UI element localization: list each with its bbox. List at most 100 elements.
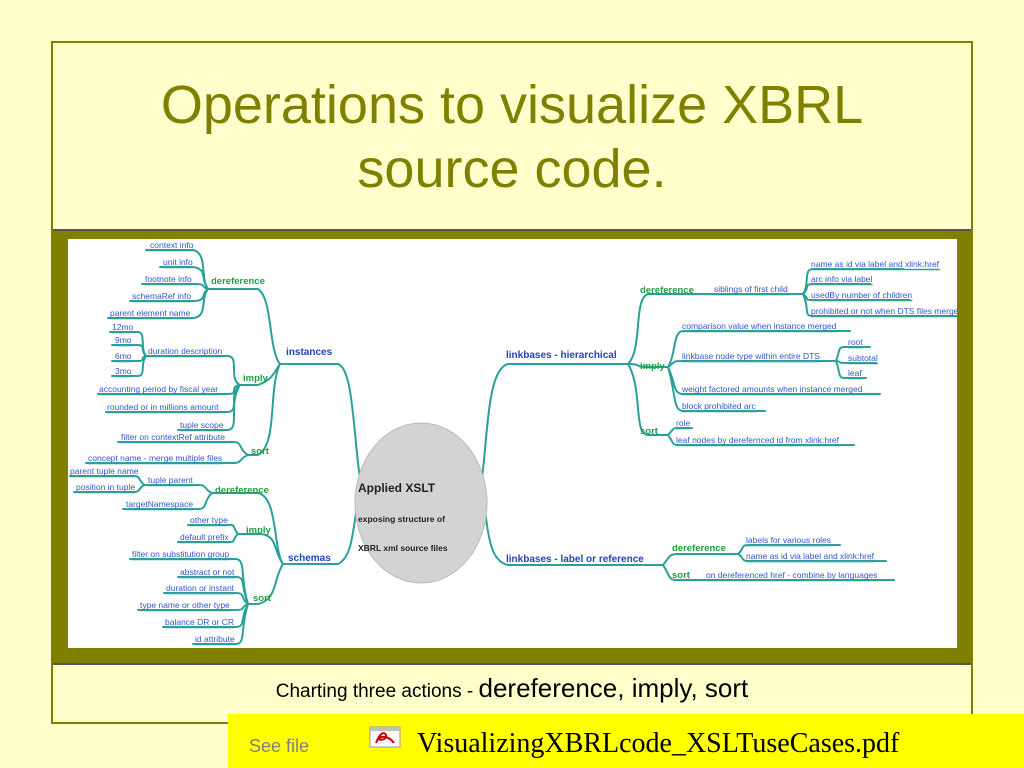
leaf-label: context info	[150, 240, 194, 250]
connector	[143, 484, 213, 494]
connector	[237, 533, 284, 565]
connector	[662, 553, 739, 566]
leaf-label: position in tuple	[76, 482, 135, 492]
connectors	[69, 249, 957, 645]
leaf-label: tuple parent	[148, 475, 194, 485]
connector	[85, 454, 249, 464]
category-sort: sort	[672, 570, 691, 581]
leaf-label: root	[848, 337, 863, 347]
connector	[145, 355, 241, 386]
leaf-label: leaf nodes by derefernced id from xlink:…	[676, 435, 840, 445]
leaf-label: filter on substitution group	[132, 549, 230, 559]
connector	[107, 288, 209, 319]
leaf-label: default prefix	[180, 532, 229, 542]
leaf-label: name as id via label and xlink:href	[746, 551, 875, 561]
leaf-label: schemaRef info	[132, 291, 191, 301]
slide-title: Operations to visualize XBRL source code…	[161, 73, 863, 201]
center-line-1: Applied XSLT	[358, 481, 436, 495]
leaf-label: parent element name	[110, 308, 191, 318]
leaf-label: accounting period by fiscal year	[99, 384, 218, 394]
connector	[662, 564, 703, 581]
leaf-label: role	[676, 418, 690, 428]
file-link[interactable]: VisualizingXBRLcode_XSLTuseCases.pdf	[417, 728, 900, 759]
leaf-label: parent tuple name	[70, 466, 139, 476]
category-dereference: dereference	[215, 485, 269, 496]
leaf-label: filter on contextRef attribute	[121, 432, 225, 442]
leaf-label: tuple scope	[180, 420, 224, 430]
leaf-label: concept name - merge multiple files	[88, 453, 222, 463]
center-line-2: exposing structure of	[358, 514, 445, 524]
pdf-icon[interactable]	[368, 725, 402, 749]
connector	[627, 293, 709, 365]
connector	[192, 603, 249, 645]
title-line-2: source code.	[357, 138, 667, 199]
caption: Charting three actions - dereference, im…	[53, 673, 971, 704]
title-line-1: Operations to visualize XBRL	[160, 74, 864, 135]
leaf-label: unit info	[163, 257, 193, 267]
leaf-label: on dereferenced href - combine by langua…	[706, 570, 878, 580]
leaf-label: siblings of first child	[714, 284, 788, 294]
connector	[122, 492, 213, 510]
leaf-label: other type	[190, 515, 228, 525]
hub-schemas: schemas	[288, 553, 331, 564]
category-imply: imply	[246, 525, 272, 536]
connector	[177, 533, 239, 543]
leaf-label: prohibited or not when DTS files merged	[811, 306, 957, 316]
connector	[141, 283, 209, 290]
category-dereference: dereference	[672, 543, 726, 554]
file-link-bar	[228, 714, 1024, 768]
leaf-label: linkbase node type within entire DTS	[682, 351, 820, 361]
connector	[279, 363, 361, 480]
connector	[111, 344, 147, 357]
caption-prefix: Charting three actions -	[275, 681, 479, 702]
category-imply: imply	[640, 361, 666, 372]
leaf-label: subtotal	[848, 353, 878, 363]
leaf-label: duration description	[148, 346, 222, 356]
leaf-label: 3mo	[115, 366, 132, 376]
center-node	[354, 422, 488, 584]
connector	[627, 363, 669, 436]
center-line-3: XBRL xml source files	[358, 543, 448, 553]
leaf-label: 6mo	[115, 351, 132, 361]
leaf-label: name as id via label and xlink:href	[811, 259, 940, 269]
connector	[247, 363, 281, 456]
leaf-label: targetNamespace	[126, 499, 193, 509]
connector	[177, 384, 241, 431]
connector	[207, 288, 281, 365]
leaf-label: arc info via label	[811, 274, 873, 284]
leaf-label: 9mo	[115, 335, 132, 345]
connector	[111, 355, 147, 377]
leaf-label: labels for various roles	[746, 535, 831, 545]
divider	[53, 229, 971, 231]
hub-linkbases-hierarchical: linkbases - hierarchical	[506, 350, 617, 361]
leaf-label: duration or instant	[166, 583, 235, 593]
category-imply: imply	[243, 373, 269, 384]
category-sort: sort	[251, 446, 270, 457]
connector	[247, 563, 284, 605]
leaf-label: weight factored amounts when instance me…	[681, 384, 863, 394]
hub-instances: instances	[286, 347, 333, 358]
connector	[137, 603, 249, 611]
connector	[835, 346, 871, 362]
leaf-label: 12mo	[112, 322, 134, 332]
leaf-label: block prohibited arc	[682, 401, 756, 411]
leaf-label: id attribute	[195, 634, 235, 644]
connector	[282, 483, 361, 565]
connector	[129, 558, 249, 605]
category-sort: sort	[640, 426, 659, 437]
category-dereference: dereference	[640, 285, 694, 296]
leaf-label: abstract or not	[180, 567, 235, 577]
leaf-label: balance DR or CR	[165, 617, 234, 627]
category-sort: sort	[253, 593, 272, 604]
leaf-label: footnote info	[145, 274, 192, 284]
leaf-label: comparison value when instance merged	[682, 321, 837, 331]
leaf-label: leaf	[848, 368, 862, 378]
connector	[177, 576, 249, 605]
category-dereference: dereference	[211, 276, 265, 287]
connector	[163, 592, 249, 605]
caption-actions: dereference, imply, sort	[478, 673, 749, 703]
connector	[835, 360, 867, 379]
connector	[187, 524, 239, 535]
mindmap-diagram: Applied XSLT exposing structure of XBRL …	[69, 240, 957, 646]
mindmap-image: Applied XSLT exposing structure of XBRL …	[68, 239, 957, 648]
